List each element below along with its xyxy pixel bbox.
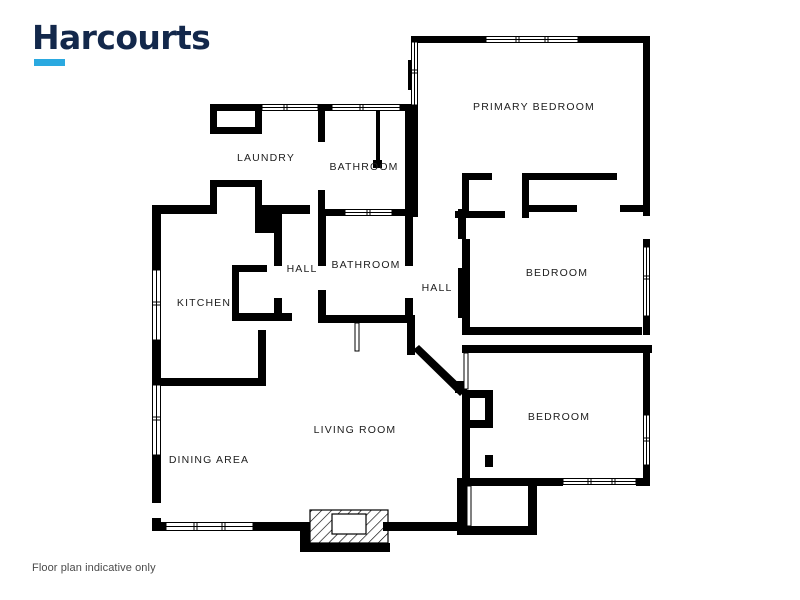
room-label-laundry: LAUNDRY (237, 152, 295, 164)
brand-logo: Harcourts (32, 18, 332, 74)
brand-accent-underline (34, 59, 65, 66)
room-label-hall-left: HALL (287, 263, 318, 275)
plan-walls (152, 36, 652, 552)
room-label-hall-right: HALL (422, 282, 453, 294)
plan-windows (152, 36, 650, 531)
room-label-bedroom-middle: BEDROOM (526, 267, 588, 279)
room-labels: PRIMARY BEDROOM LAUNDRY BATHROOM BEDROOM… (169, 101, 595, 466)
floor-plan-disclaimer: Floor plan indicative only (32, 562, 156, 574)
plan-doors (354, 322, 472, 527)
brand-wordmark: Harcourts (32, 18, 211, 57)
room-label-bathroom-top: BATHROOM (329, 161, 398, 173)
room-label-bathroom-mid: BATHROOM (331, 259, 400, 271)
room-label-bedroom-bottom: BEDROOM (528, 411, 590, 423)
room-label-living-room: LIVING ROOM (314, 424, 397, 436)
room-label-primary-bedroom: PRIMARY BEDROOM (473, 101, 595, 113)
entry-porch-steps (309, 509, 389, 544)
room-label-kitchen: KITCHEN (177, 297, 231, 309)
room-label-dining-area: DINING AREA (169, 454, 249, 466)
